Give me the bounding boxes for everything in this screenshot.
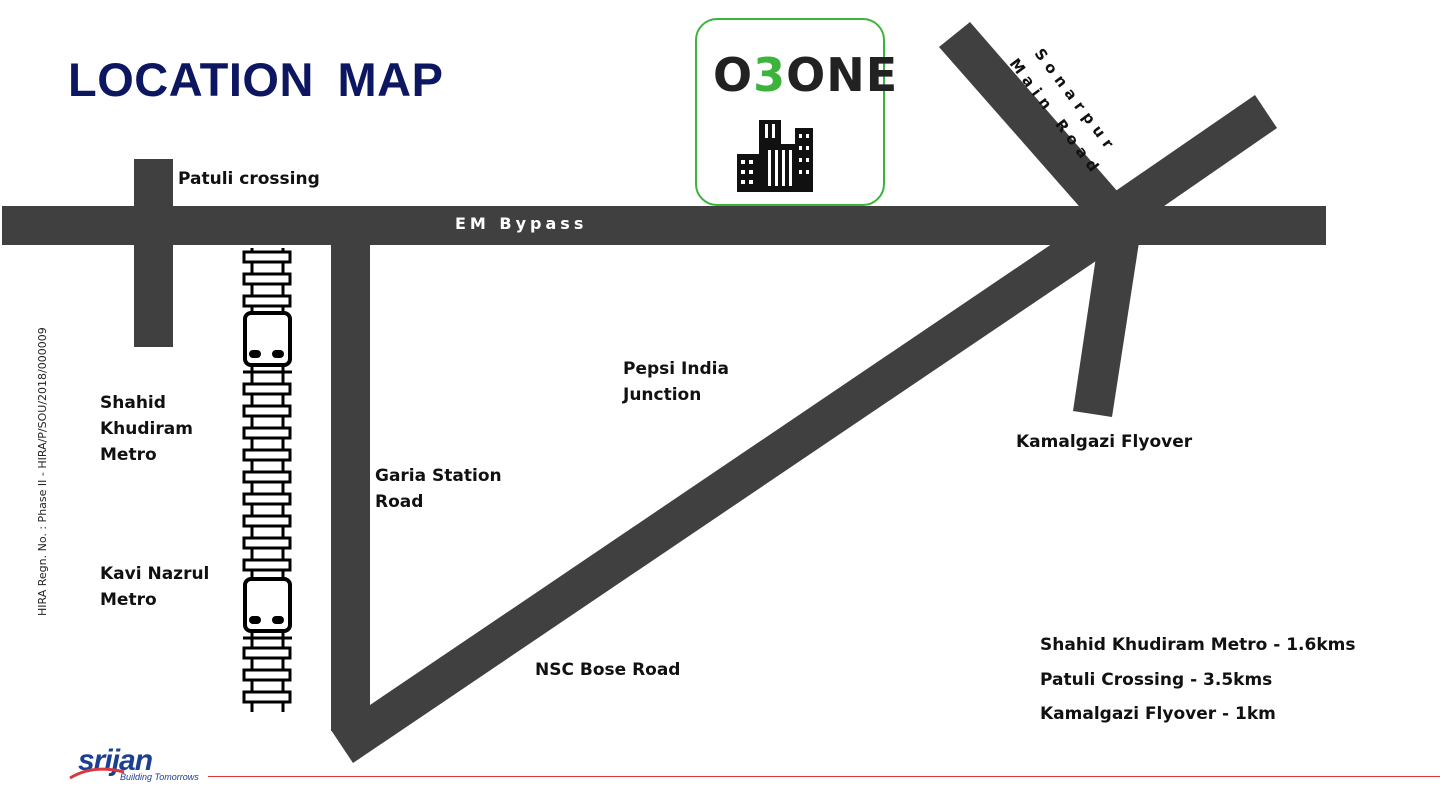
road-label-em-bypass: EM Bypass xyxy=(455,214,588,233)
rail-tie xyxy=(242,690,292,704)
logo-swoosh-icon xyxy=(69,767,125,780)
brand-tagline: Building Tomorrows xyxy=(120,772,199,782)
label-pepsi-junction: Pepsi India Junction xyxy=(623,359,729,405)
rail-tie xyxy=(242,646,292,660)
rail-tie xyxy=(242,514,292,528)
road-extension-ne xyxy=(1085,95,1277,240)
label-shahid-khudiram-metro: Shahid Khudiram Metro xyxy=(100,393,193,465)
road-patuli xyxy=(134,159,173,347)
srijan-logo: srijan Building Tomorrows xyxy=(69,744,199,782)
rail-ties xyxy=(242,250,292,704)
rail-tie xyxy=(242,382,292,396)
rail-tie xyxy=(242,668,292,682)
label-kamalgazi-flyover: Kamalgazi Flyover xyxy=(1016,432,1193,452)
label-patuli-crossing: Patuli crossing xyxy=(178,169,320,189)
rail-tie xyxy=(242,448,292,462)
rail-tie xyxy=(242,426,292,440)
metro-train-icon xyxy=(243,577,292,640)
label-kavi-nazrul-metro: Kavi Nazrul Metro xyxy=(100,564,210,610)
rail-tie xyxy=(242,250,292,264)
rail-tie xyxy=(242,492,292,506)
registration-number: HIRA Regn. No. : Phase II - HIRA/P/SOU/2… xyxy=(36,327,49,616)
rail-tie xyxy=(242,404,292,418)
metro-train-icon xyxy=(243,311,292,374)
label-nsc-bose-road: NSC Bose Road xyxy=(535,660,681,680)
rail-tie xyxy=(242,294,292,308)
distance-item: Patuli Crossing - 3.5kms xyxy=(1040,670,1273,690)
city-buildings-icon xyxy=(737,120,813,192)
page-title: LOCATION MAP xyxy=(68,53,444,106)
project-name: O3ONE xyxy=(713,48,899,102)
project-logo-ozone: O3ONE xyxy=(695,18,897,206)
distance-item: Shahid Khudiram Metro - 1.6kms xyxy=(1040,635,1356,655)
label-garia-station-road: Garia Station Road xyxy=(375,466,502,512)
rail-tie xyxy=(242,558,292,572)
road-nsc-bose xyxy=(331,206,1130,763)
road-sonarpur xyxy=(939,22,1125,230)
road-garia-station xyxy=(331,206,370,731)
rail-tie xyxy=(242,272,292,286)
distance-item: Kamalgazi Flyover - 1km xyxy=(1040,704,1276,724)
footer-divider xyxy=(208,776,1440,777)
rail-tie xyxy=(242,470,292,484)
rail-tie xyxy=(242,536,292,550)
road-kamalgazi xyxy=(1073,230,1140,417)
